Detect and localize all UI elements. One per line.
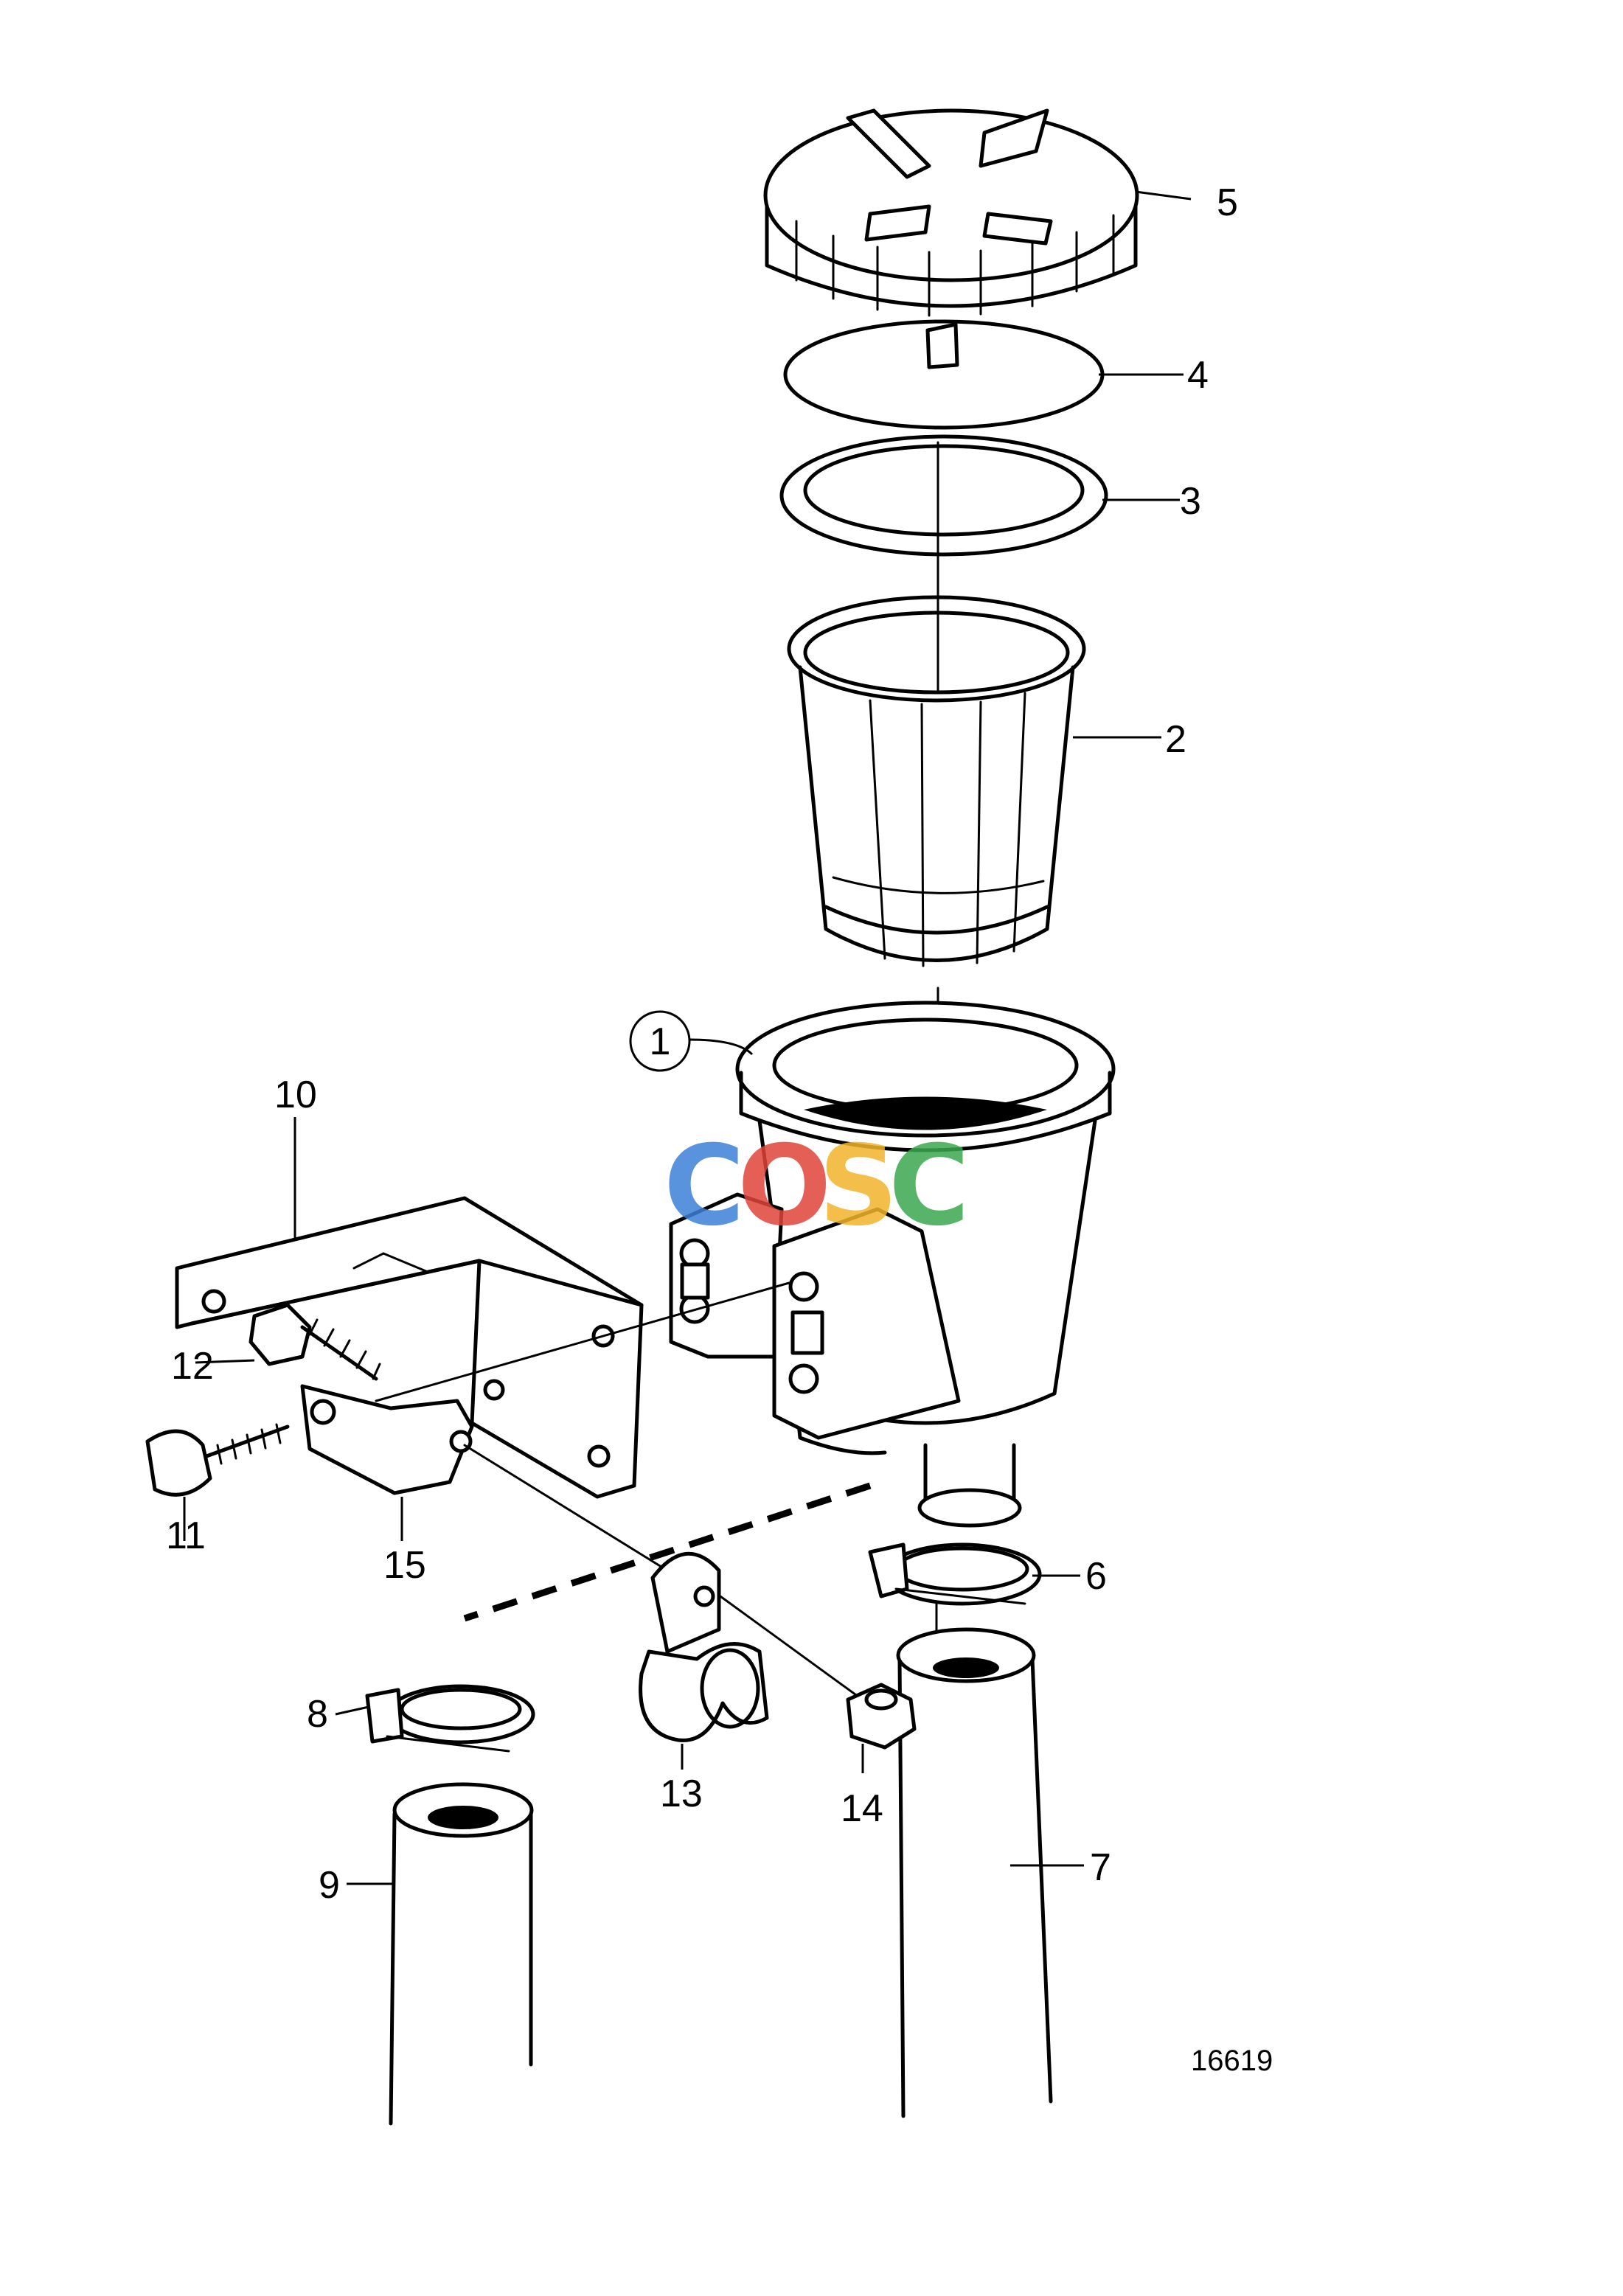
hose-clamp-6	[868, 1542, 1042, 1606]
part-label-13: 13	[660, 1773, 703, 1815]
part-label-1: 1	[650, 1020, 671, 1063]
part-label-6: 6	[1085, 1555, 1107, 1598]
filter-housing	[669, 1001, 1116, 1528]
watermark-letter: O	[737, 1122, 832, 1250]
part-label-9: 9	[319, 1864, 340, 1907]
part-label-4: 4	[1187, 354, 1209, 397]
part-label-8: 8	[307, 1693, 328, 1736]
part-label-11: 11	[166, 1514, 206, 1557]
part-1-callout-circle	[629, 1010, 691, 1072]
part-label-12: 12	[171, 1345, 214, 1388]
part-label-5: 5	[1217, 181, 1238, 224]
watermark-letter: C	[889, 1122, 970, 1250]
part-label-15: 15	[383, 1544, 426, 1587]
part-label-3: 3	[1180, 480, 1201, 523]
watermark-logo: C O S C	[664, 1122, 970, 1250]
gasket-disc	[783, 319, 1105, 430]
hose-clamp-8	[365, 1684, 535, 1753]
part-label-10: 10	[274, 1074, 317, 1116]
filler-cap	[763, 108, 1139, 317]
assembly-line	[375, 1281, 879, 1712]
hose-route-dashed	[463, 1482, 872, 1622]
part-label-7: 7	[1090, 1846, 1111, 1889]
part-label-2: 2	[1165, 718, 1186, 761]
watermark-letter: C	[664, 1122, 745, 1250]
mounting-bracket	[175, 1196, 644, 1499]
clamp-plate	[300, 1384, 474, 1495]
hose-7	[896, 1627, 1053, 2118]
part-labels: 1 2 3 4 5 6 7 8 9 10 11 12 13 14 15	[166, 181, 1238, 1907]
sealing-ring	[779, 434, 1108, 557]
watermark-letter: S	[819, 1122, 898, 1250]
bolt-11	[145, 1423, 290, 1497]
bolt-12	[249, 1303, 381, 1381]
drawing-reference-number: 16619	[1191, 2045, 1273, 2077]
strainer-insert	[787, 595, 1086, 967]
leader-lines	[183, 190, 1192, 1885]
hose-9	[389, 1782, 534, 2126]
hose-clip	[639, 1551, 769, 1742]
lock-nut	[846, 1683, 917, 1750]
part-label-14: 14	[841, 1787, 883, 1830]
